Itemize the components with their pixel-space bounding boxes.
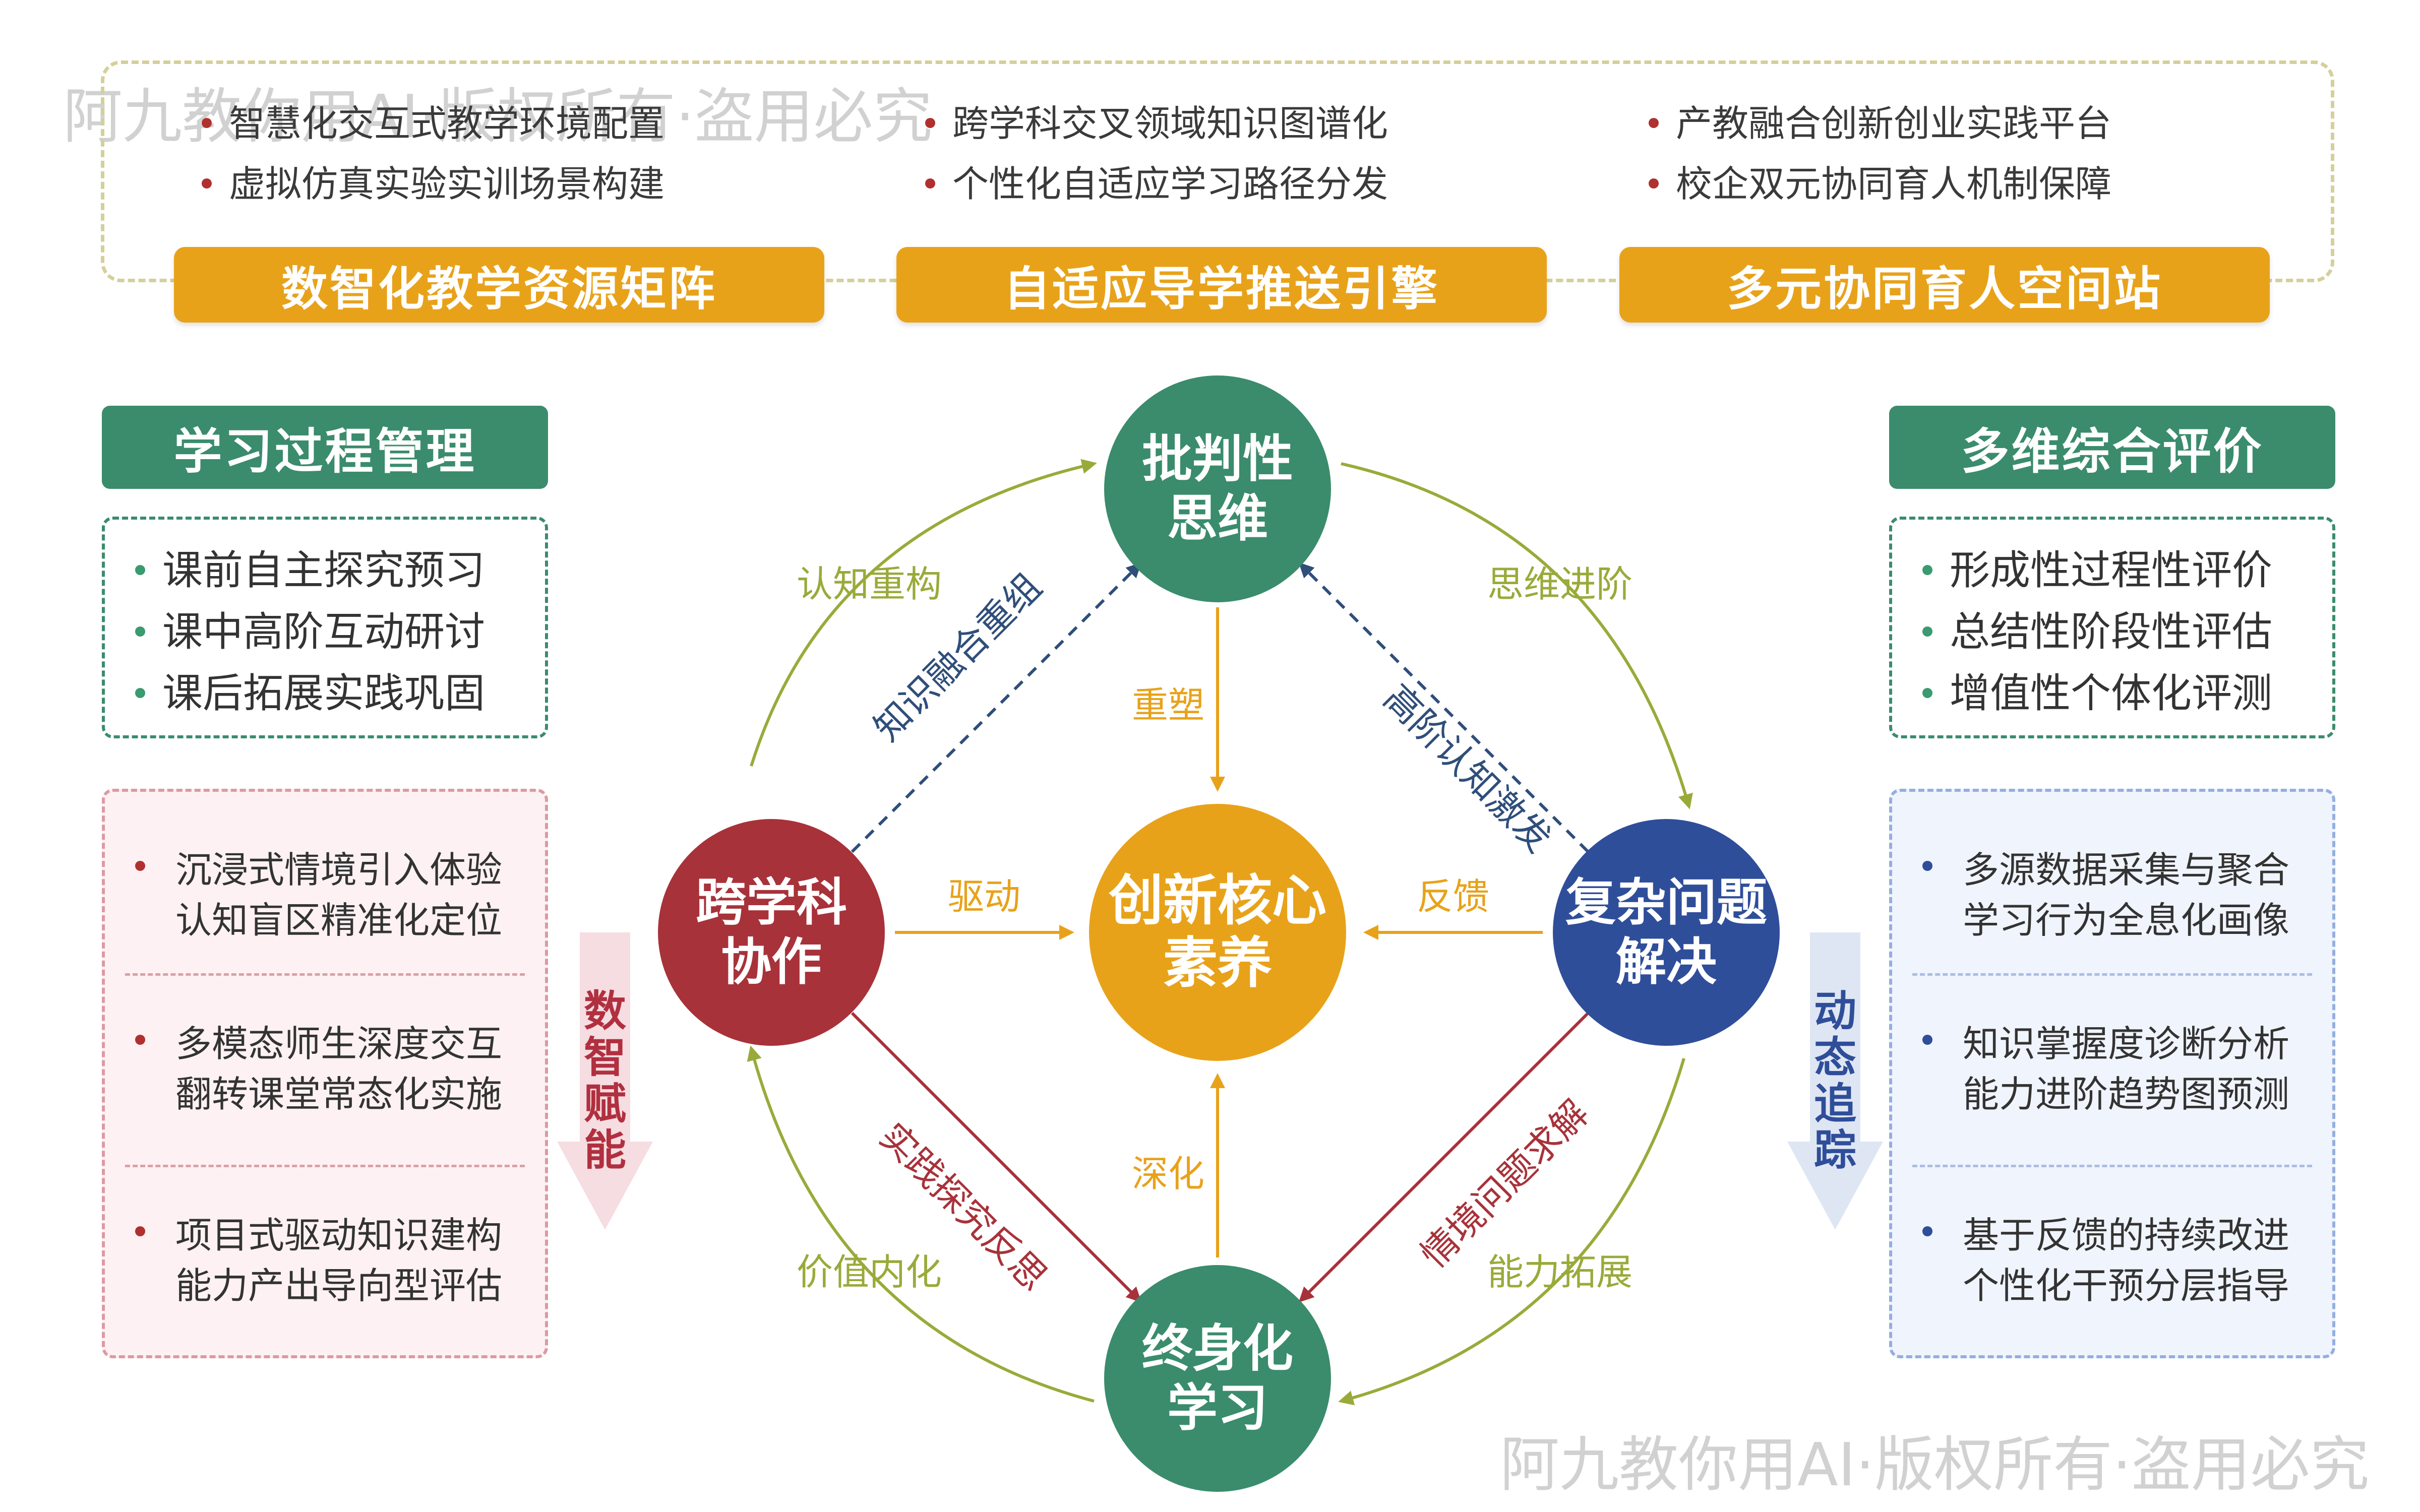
collab-space-pill: 多元协同育人空间站 — [1619, 247, 2270, 323]
bullet-icon — [1922, 1226, 1932, 1236]
node-complex-problem: 复杂问题解决 — [1553, 819, 1780, 1046]
left-header: 学习过程管理 — [102, 406, 548, 489]
bullet-icon — [925, 178, 935, 189]
left-arrow-label: 数智赋能 — [583, 986, 626, 1175]
diag-left-to-top — [851, 562, 1142, 853]
diag-right-to-bottom — [1298, 1012, 1590, 1303]
label-outer-bl: 价值内化 — [797, 1251, 942, 1293]
label-deepen: 深化 — [1132, 1153, 1205, 1195]
label-outer-br: 能力拓展 — [1487, 1251, 1633, 1293]
top-col-3: 产教融合创新创业实践平台 校企双元协同育人机制保障 — [1649, 93, 2111, 214]
label-feedback: 反馈 — [1417, 875, 1490, 918]
list-item: 课后拓展实践巩固 — [135, 663, 545, 724]
top-col-1-item: 虚拟仿真实验实训场景构建 — [202, 154, 664, 214]
bullet-icon — [1922, 626, 1932, 637]
right-down-arrow-icon — [1787, 932, 1883, 1230]
top-col-2-item: 个性化自适应学习路径分发 — [925, 154, 1388, 214]
divider — [125, 973, 525, 976]
left-down-arrow-icon — [557, 932, 653, 1230]
bullet-icon — [1649, 118, 1659, 129]
list-item: 知识掌握度诊断分析能力进阶趋势图预测 — [1922, 1019, 2312, 1119]
bullet-icon — [202, 118, 212, 129]
right-header: 多维综合评价 — [1889, 406, 2335, 489]
watermark-bottom: 阿九教你用AI·版权所有·盗用必究 — [1500, 1430, 2370, 1499]
list-item: 课中高阶互动研讨 — [135, 601, 545, 663]
arc-left-to-top — [750, 459, 1097, 767]
bullet-icon — [1922, 565, 1932, 576]
list-item: 总结性阶段性评估 — [1922, 601, 2332, 663]
right-eval-box: 形成性过程性评价 总结性阶段性评估 增值性个体化评测 — [1889, 517, 2335, 738]
arc-top-to-right — [1341, 462, 1693, 809]
label-drive: 驱动 — [948, 875, 1021, 918]
bullet-icon — [135, 1035, 145, 1045]
resource-matrix-pill: 数智化教学资源矩阵 — [174, 247, 824, 323]
right-arrow-label: 动态追踪 — [1813, 986, 1856, 1175]
node-lifelong-learning: 终身化学习 — [1104, 1265, 1331, 1492]
label-outer-tl: 认知重构 — [797, 563, 942, 605]
divider — [1912, 1165, 2312, 1167]
divider — [1912, 973, 2312, 976]
left-empower-box: 沉浸式情境引入体验认知盲区精准化定位 多模态师生深度交互翻转课堂常态化实施 项目… — [102, 789, 548, 1358]
list-item: 形成性过程性评价 — [1922, 540, 2332, 601]
top-col-2: 跨学科交叉领域知识图谱化 个性化自适应学习路径分发 — [925, 93, 1388, 214]
top-col-3-item: 校企双元协同育人机制保障 — [1649, 154, 2111, 214]
list-item: 基于反馈的持续改进个性化干预分层指导 — [1922, 1210, 2312, 1311]
bullet-icon — [202, 178, 212, 189]
arc-bottom-to-left — [747, 1045, 1095, 1403]
node-core-literacy: 创新核心素养 — [1089, 804, 1346, 1061]
bullet-icon — [1922, 861, 1932, 871]
list-item: 多模态师生深度交互翻转课堂常态化实施 — [135, 1019, 525, 1119]
diag-left-to-bottom — [851, 1012, 1142, 1303]
list-item: 项目式驱动知识建构能力产出导向型评估 — [135, 1210, 525, 1311]
bullet-icon — [1922, 1035, 1932, 1045]
bullet-icon — [135, 688, 145, 699]
bullet-icon — [1649, 178, 1659, 189]
guidance-engine-pill: 自适应导学推送引擎 — [896, 247, 1547, 323]
list-item: 沉浸式情境引入体验认知盲区精准化定位 — [135, 845, 525, 946]
list-item: 增值性个体化评测 — [1922, 663, 2332, 724]
bullet-icon — [135, 626, 145, 637]
watermark-top: 阿九教你用AI·版权所有·盗用必究 — [63, 82, 933, 151]
arc-right-to-bottom — [1338, 1058, 1685, 1406]
bullet-icon — [135, 1226, 145, 1236]
list-item: 多源数据采集与聚合学习行为全息化画像 — [1922, 845, 2312, 946]
divider — [125, 1165, 525, 1167]
bullet-icon — [135, 565, 145, 576]
top-col-1: 智慧化交互式教学环境配置 虚拟仿真实验实训场景构建 — [202, 93, 664, 214]
node-critical-thinking: 批判性思维 — [1104, 375, 1331, 602]
top-col-3-item: 产教融合创新创业实践平台 — [1649, 93, 2111, 154]
bullet-icon — [1922, 688, 1932, 699]
right-tracking-box: 多源数据采集与聚合学习行为全息化画像 知识掌握度诊断分析能力进阶趋势图预测 基于… — [1889, 789, 2335, 1358]
label-outer-tr: 思维进阶 — [1487, 563, 1633, 605]
left-process-box: 课前自主探究预习 课中高阶互动研讨 课后拓展实践巩固 — [102, 517, 548, 738]
node-interdisciplinary: 跨学科协作 — [658, 819, 885, 1046]
top-col-2-item: 跨学科交叉领域知识图谱化 — [925, 93, 1388, 154]
list-item: 课前自主探究预习 — [135, 540, 545, 601]
top-col-1-item: 智慧化交互式教学环境配置 — [202, 93, 664, 154]
bullet-icon — [925, 118, 935, 129]
bullet-icon — [135, 861, 145, 871]
label-reshape: 重塑 — [1132, 684, 1205, 726]
diag-right-to-top — [1298, 562, 1590, 853]
